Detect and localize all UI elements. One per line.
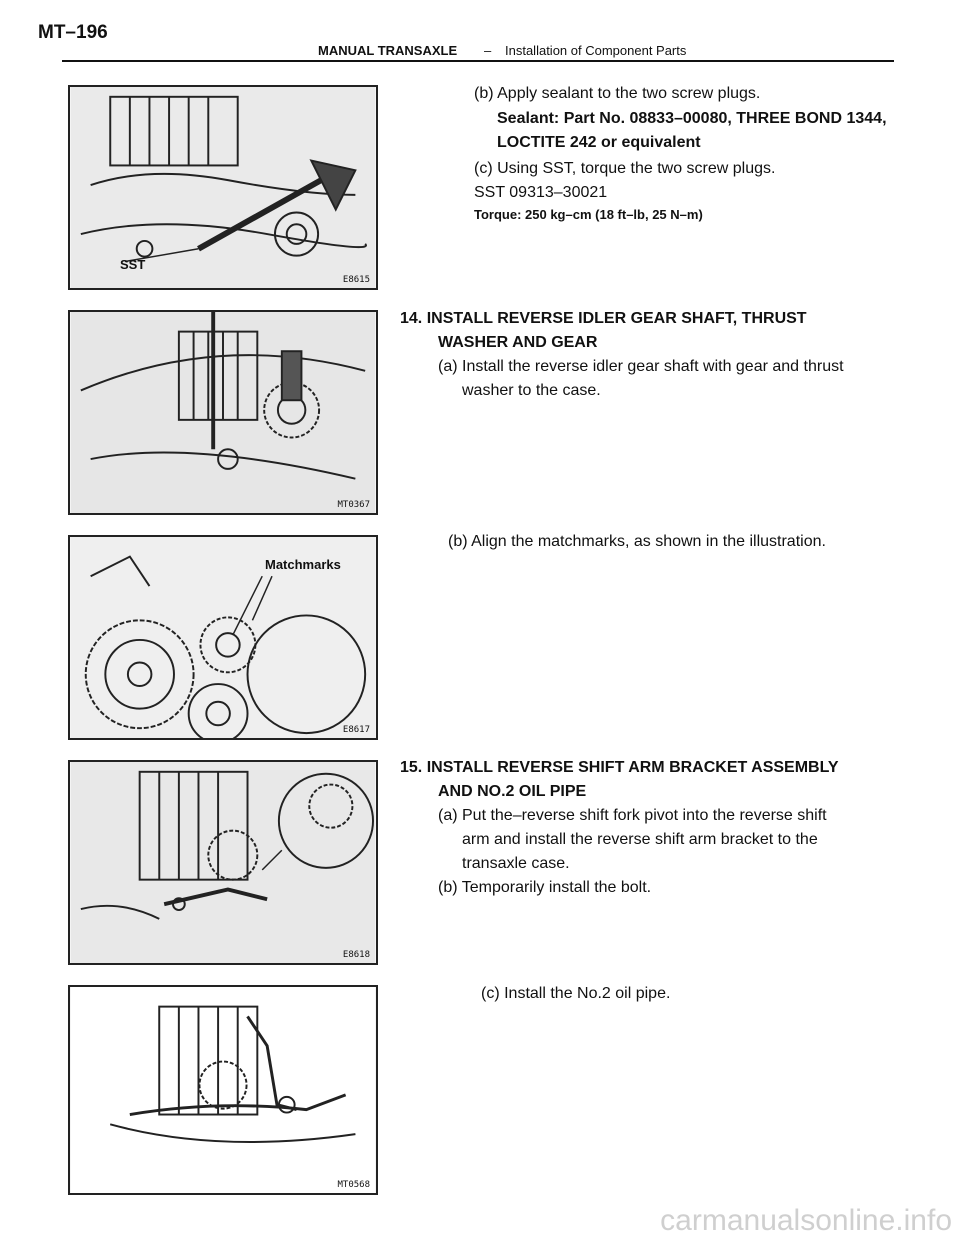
sealant-spec-line2: LOCTITE 242 or equivalent [497,134,701,151]
step-14-a-line1: (a) Install the reverse idler gear shaft… [438,358,844,375]
reverse-idler-gear-illustration [71,312,375,513]
step-c-sst: (c) Using SST, torque the two screw plug… [474,160,776,177]
watermark: carmanualsonline.info [660,1204,952,1237]
step-15-heading-line2: AND NO.2 OIL PIPE [438,783,587,800]
figure-code: MT0568 [337,1180,370,1190]
step-15-a-line3: transaxle case. [462,855,570,872]
shift-arm-bracket-illustration [71,762,375,963]
figure-oil-pipe: MT0568 [68,985,378,1195]
page-number: MT–196 [38,22,108,43]
sealant-spec-line1: Sealant: Part No. 08833–00080, THREE BON… [497,110,887,127]
step-14-a-line2: washer to the case. [462,382,601,399]
step-15-b: (b) Temporarily install the bolt. [438,879,652,896]
step-b-sealant: (b) Apply sealant to the two screw plugs… [474,85,761,102]
figure-code: E8618 [342,950,370,960]
figure-code: E8615 [342,275,370,285]
figure-shift-arm-bracket: E8618 [68,760,378,965]
step-15-a-line1: (a) Put the–reverse shift fork pivot int… [438,807,827,824]
step-14-heading-line1: 14. INSTALL REVERSE IDLER GEAR SHAFT, TH… [400,310,807,327]
figure-screw-plugs: SST E8615 [68,85,378,290]
header-section: MANUAL TRANSAXLE [318,43,458,58]
figure-code: MT0367 [337,500,370,510]
figure-matchmarks: Matchmarks E8617 [68,535,378,740]
step-14-heading-line2: WASHER AND GEAR [438,334,598,351]
header-separator: – [484,43,492,58]
torque-spec: Torque: 250 kg–cm (18 ft–lb, 25 N–m) [474,207,703,222]
transaxle-sst-illustration [71,87,375,288]
sst-callout: SST [120,257,146,272]
header-title: Installation of Component Parts [505,43,687,58]
sst-number: SST 09313–30021 [474,184,608,201]
header-rule [62,60,894,62]
oil-pipe-illustration [70,987,376,1193]
step-15-heading-line1: 15. INSTALL REVERSE SHIFT ARM BRACKET AS… [400,759,839,776]
step-15-a-line2: arm and install the reverse shift arm br… [462,831,818,848]
figure-code: E8617 [342,725,370,735]
matchmarks-callout: Matchmarks [265,557,341,572]
figure-reverse-idler-gear: MT0367 [68,310,378,515]
matchmarks-gears-illustration [71,537,375,738]
step-14-b: (b) Align the matchmarks, as shown in th… [448,533,826,550]
step-15-c: (c) Install the No.2 oil pipe. [481,985,671,1002]
